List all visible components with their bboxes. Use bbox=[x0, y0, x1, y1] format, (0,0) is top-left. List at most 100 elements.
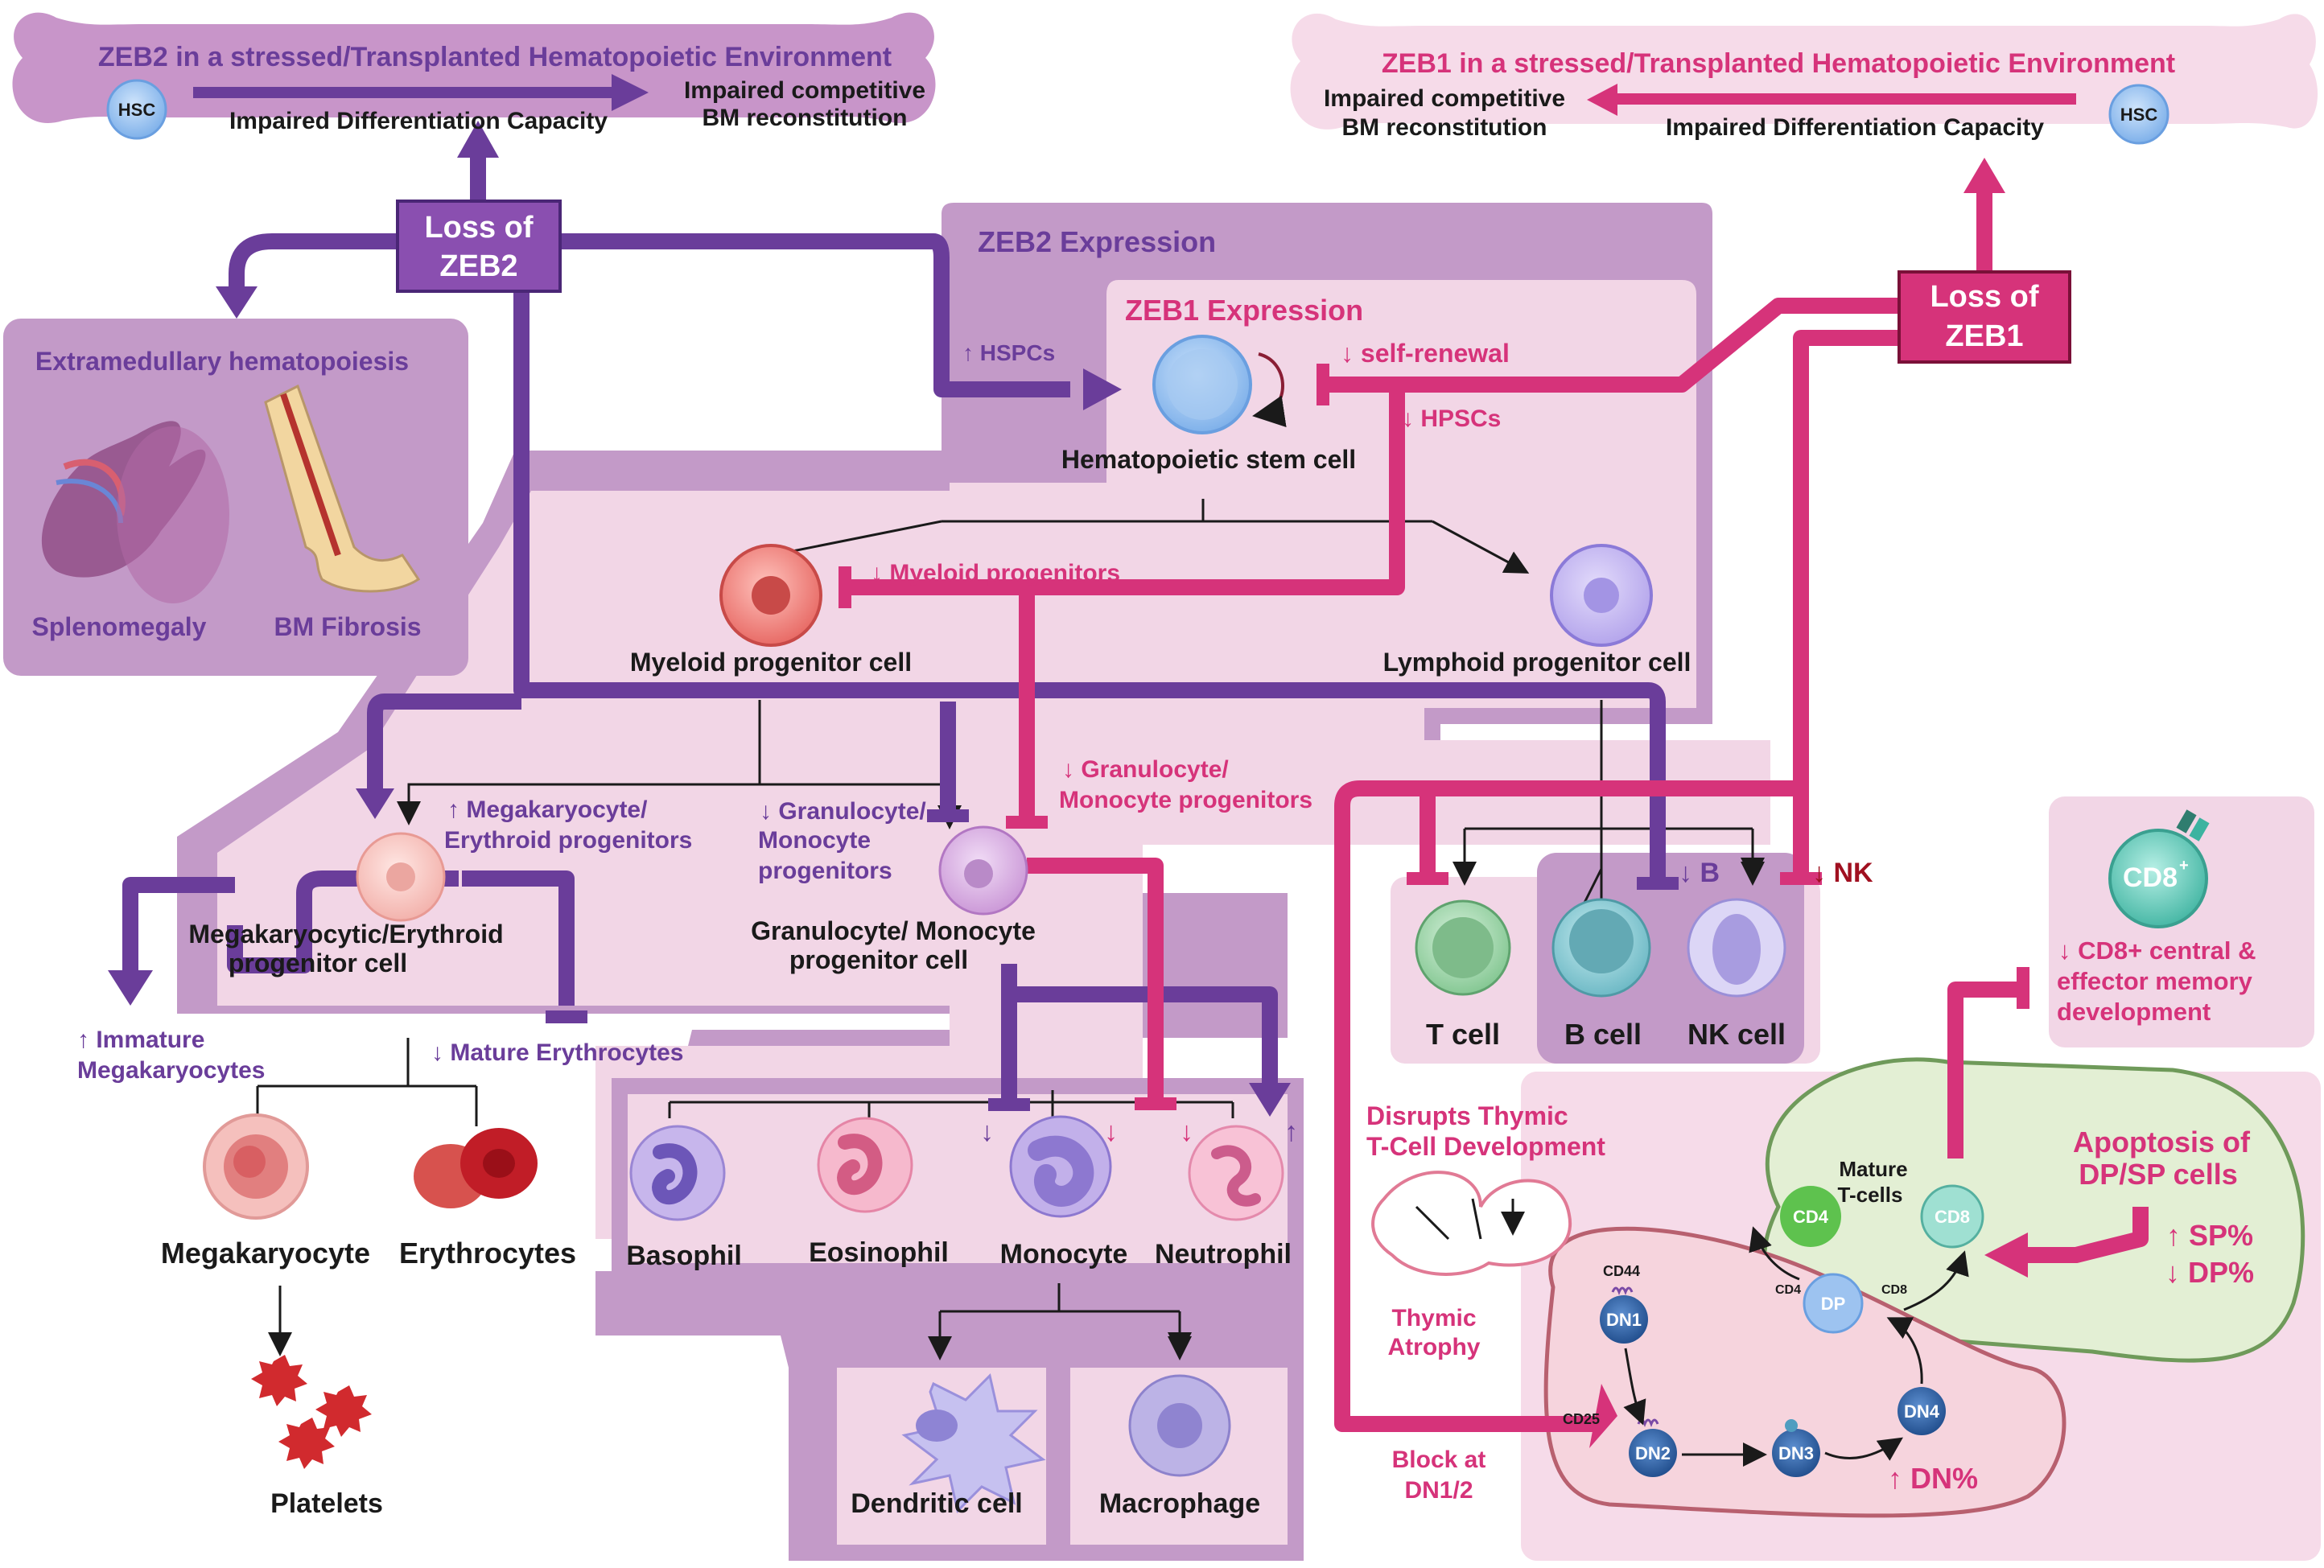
t-cell-label: T cell bbox=[1426, 1018, 1500, 1051]
mep-label-2: progenitor cell bbox=[229, 949, 407, 977]
sp-up-label: ↑ SP% bbox=[2166, 1219, 2253, 1252]
cd44-label: CD44 bbox=[1603, 1263, 1640, 1279]
dn-up-label: ↑ DN% bbox=[1888, 1462, 1978, 1495]
gran-purple-3: progenitors bbox=[758, 858, 892, 884]
megakaryocyte-cell bbox=[203, 1113, 309, 1220]
cd8-effect-1: ↓ CD8+ central & bbox=[2058, 936, 2256, 965]
cd8-effect-2: effector memory bbox=[2057, 967, 2253, 995]
dn-region bbox=[1543, 1226, 2066, 1518]
neutrophil-up-arrow-purple: ↑ bbox=[1284, 1117, 1298, 1147]
cd4p-label: CD4 bbox=[1793, 1207, 1829, 1227]
macrophage-label: Macrophage bbox=[1099, 1488, 1260, 1519]
t-cell bbox=[1415, 899, 1511, 996]
zeb2-bone-title: ZEB2 in a stressed/Transplanted Hematopo… bbox=[98, 42, 892, 72]
loss-zeb1-line2: ZEB1 bbox=[1945, 319, 2023, 353]
zeb1-expression-region bbox=[217, 280, 1770, 1239]
dn1-label: DN1 bbox=[1606, 1310, 1642, 1330]
zeb1-outcome-line1: Impaired competitive bbox=[1324, 85, 1565, 112]
mega-ery-label-1: ↑ Megakaryocyte/ bbox=[447, 796, 648, 823]
hspcs-up-label: ↑ HSPCs bbox=[962, 340, 1055, 365]
block-label-2: DN1/2 bbox=[1404, 1477, 1473, 1504]
thymus-illustration bbox=[1371, 1171, 1572, 1276]
cd25-label: CD25 bbox=[1563, 1411, 1600, 1427]
hpscs-down-label: ↓ HPSCs bbox=[1402, 405, 1501, 432]
cd4-label: CD4 bbox=[1775, 1283, 1801, 1297]
myeloid-label: Myeloid progenitor cell bbox=[630, 648, 912, 677]
zeb2-outcome-line1: Impaired competitive bbox=[684, 77, 925, 104]
dn4-label: DN4 bbox=[1904, 1401, 1940, 1422]
myeloid-down-label: ↓ Myeloid progenitors bbox=[871, 560, 1120, 586]
macrophage-cell bbox=[1128, 1374, 1231, 1477]
immature-label-2: Megakaryocytes bbox=[77, 1057, 265, 1084]
neutrophil-cell bbox=[1188, 1125, 1284, 1221]
cd8-effect-3: development bbox=[2057, 998, 2211, 1026]
dendritic-label: Dendritic cell bbox=[851, 1488, 1023, 1519]
zeb2-bone-arrow-label: Impaired Differentiation Capacity bbox=[229, 108, 608, 134]
eosinophil-label: Eosinophil bbox=[809, 1237, 949, 1268]
b-cell-label: B cell bbox=[1564, 1018, 1642, 1051]
mature-ery-label: ↓ Mature Erythrocytes bbox=[431, 1039, 683, 1066]
zeb2-bone-arrow bbox=[193, 74, 649, 111]
disrupts-label-2: T-Cell Development bbox=[1366, 1132, 1605, 1161]
zeb2-pathways bbox=[122, 153, 1666, 1102]
loss-zeb2-line1: Loss of bbox=[424, 211, 533, 245]
gmp-cell bbox=[938, 825, 1028, 916]
bone-fibrosis-illustration bbox=[264, 384, 421, 593]
dn3-label: DN3 bbox=[1778, 1443, 1814, 1463]
disrupts-label-1: Disrupts Thymic bbox=[1366, 1101, 1568, 1130]
lymphoid-label: Lymphoid progenitor cell bbox=[1383, 648, 1691, 677]
mature-tcell-cells bbox=[1780, 1184, 1984, 1334]
monocyte-down-arrow-pink: ↓ bbox=[1104, 1117, 1118, 1147]
gmp-label-1: Granulocyte/ Monocyte bbox=[751, 916, 1036, 945]
cd8-circle-label: CD8 bbox=[2123, 862, 2178, 893]
cd8-plus: + bbox=[2179, 857, 2189, 875]
dp-down-label: ↓ DP% bbox=[2165, 1256, 2254, 1289]
zeb2-outcome-line2: BM reconstitution bbox=[703, 105, 908, 131]
zeb1-bone-hsc: HSC bbox=[2108, 84, 2169, 145]
spleen-illustration bbox=[41, 421, 229, 603]
mep-cell bbox=[356, 832, 446, 922]
megakaryocyte-label: Megakaryocyte bbox=[161, 1237, 370, 1270]
myeloid-progenitor-cell bbox=[719, 544, 822, 647]
atrophy-label-2: Atrophy bbox=[1388, 1334, 1481, 1360]
zeb1-hsc-label: HSC bbox=[2120, 105, 2158, 125]
splenomegaly-label: Splenomegaly bbox=[32, 612, 207, 641]
granulocyte-change-arrows: ↓ ↓ ↓ ↑ bbox=[980, 1117, 1298, 1147]
neutrophil-label: Neutrophil bbox=[1155, 1239, 1292, 1270]
eosinophil-cell bbox=[817, 1117, 913, 1213]
platelets bbox=[251, 1355, 372, 1469]
nk-cell-label: NK cell bbox=[1687, 1018, 1786, 1051]
nk-cell bbox=[1687, 898, 1786, 998]
gran-purple-1: ↓ Granulocyte/ bbox=[760, 798, 926, 825]
mature-label-2: T-cells bbox=[1838, 1183, 1903, 1207]
dn2-label: DN2 bbox=[1635, 1443, 1671, 1463]
monocyte-cell bbox=[1009, 1115, 1112, 1218]
mega-ery-label-2: Erythroid progenitors bbox=[444, 827, 692, 854]
loss-of-zeb1-box: Loss of ZEB1 bbox=[1898, 270, 2071, 364]
cd8p-label: CD8 bbox=[1935, 1207, 1970, 1227]
mature-label-1: Mature bbox=[1839, 1157, 1907, 1181]
gmp-label-2: progenitor cell bbox=[789, 945, 968, 974]
zeb1-bone-arrow-label: Impaired Differentiation Capacity bbox=[1666, 114, 2044, 141]
atrophy-label-1: Thymic bbox=[1391, 1305, 1476, 1331]
loss-zeb2-line2: ZEB2 bbox=[439, 249, 517, 283]
bm-fibrosis-label: BM Fibrosis bbox=[274, 612, 421, 641]
nk-down-label: ↓ NK bbox=[1812, 858, 1873, 888]
b-cell bbox=[1551, 898, 1651, 998]
erythrocytes-label: Erythrocytes bbox=[399, 1237, 576, 1270]
loss-zeb1-line1: Loss of bbox=[1930, 280, 2038, 314]
monocyte-down-arrow-purple: ↓ bbox=[980, 1117, 994, 1147]
basophil-cell bbox=[629, 1125, 726, 1221]
zeb2-bone-hsc: HSC bbox=[106, 79, 167, 140]
lymphoid-progenitor-cell bbox=[1550, 544, 1653, 647]
dn-arrows bbox=[1623, 1317, 1923, 1467]
granulocyte-inner-region bbox=[628, 1094, 1288, 1263]
b-down-label: ↓ B bbox=[1679, 858, 1720, 888]
zeb1-bone-title: ZEB1 in a stressed/Transplanted Hematopo… bbox=[1382, 48, 2175, 79]
zeb1-pathways bbox=[850, 185, 2149, 1432]
apoptosis-label-2: DP/SP cells bbox=[2079, 1158, 2237, 1191]
cd8-circle bbox=[2108, 809, 2210, 928]
zeb1-arrowheads bbox=[839, 84, 2076, 1448]
